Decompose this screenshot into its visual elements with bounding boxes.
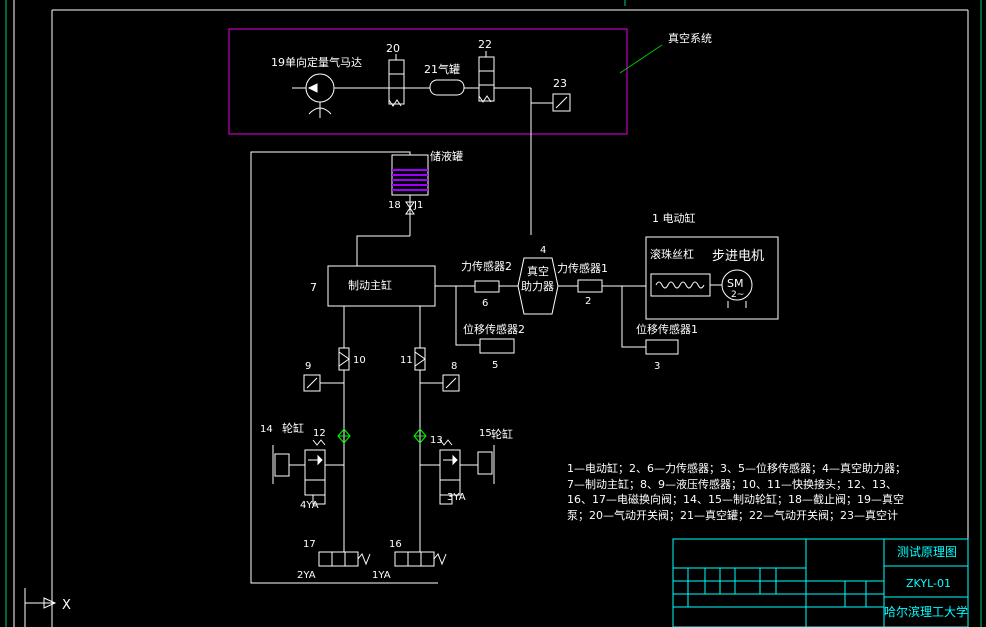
- label-12: 12: [313, 428, 326, 439]
- shutoff-valve-18: [405, 195, 415, 236]
- label-16: 16: [389, 539, 402, 550]
- label-8: 8: [451, 361, 457, 372]
- wheel-cylinder-left-label: 轮缸: [282, 421, 304, 435]
- label-9: 9: [305, 361, 311, 372]
- solenoid-valve-13: [420, 439, 478, 505]
- drawing-title: 测试原理图: [897, 544, 957, 559]
- label-10: 10: [353, 355, 366, 366]
- vacuum-system-label: 真空系统: [668, 31, 712, 45]
- air-motor-label: 19单向定量气马达: [271, 55, 362, 69]
- label-4: 4: [540, 245, 546, 256]
- label-2: 2: [585, 296, 591, 307]
- drawing-frame: [13, 0, 969, 627]
- booster-label: 真空: [527, 264, 549, 278]
- label-3ya: 3YA: [447, 492, 466, 503]
- booster-label-2: 助力器: [521, 279, 554, 293]
- master-cylinder-label: 制动主缸: [348, 278, 392, 292]
- title-block: [672, 538, 969, 627]
- force-sensor-6: [455, 280, 518, 354]
- label-17: 17: [303, 539, 316, 550]
- label-6: 6: [482, 298, 488, 309]
- reservoir-label: 储液罐: [430, 149, 463, 163]
- electric-actuator: [645, 236, 779, 320]
- label-4ya: 4YA: [300, 500, 319, 511]
- filter-right: [413, 428, 427, 444]
- vacuum-gauge-23: [530, 88, 571, 235]
- legend-text: 1—电动缸；2、6—力传感器；3、5—位移传感器；4—真空助力器；7—制动主缸；…: [567, 462, 906, 522]
- tank-21-label: 21气罐: [424, 62, 460, 76]
- fluid-reservoir: [391, 154, 429, 196]
- return-line: [250, 151, 438, 584]
- force-sensor-2: [558, 279, 679, 355]
- label-20: 20: [386, 42, 400, 55]
- axis-x-label: X: [62, 598, 71, 613]
- vacuum-booster: [517, 257, 559, 315]
- wheel-cylinder-14: [272, 445, 305, 484]
- actuator-title: 1 电动缸: [652, 211, 696, 225]
- label-1ya: 1YA: [372, 570, 391, 581]
- label-14: 14: [260, 424, 273, 435]
- viewport-border: [5, 0, 982, 627]
- pressure-sensor-8: [420, 374, 460, 392]
- wheel-cylinder-right-label: 轮缸: [491, 427, 513, 441]
- disp-sensor-1-label: 位移传感器1: [636, 322, 698, 336]
- label-18: 18: [388, 200, 401, 211]
- organization: 哈尔滨理工大学: [884, 604, 968, 619]
- solenoid-valve-12: [304, 439, 344, 505]
- brake-lines: [343, 306, 421, 552]
- label-11: 11: [400, 355, 413, 366]
- vacuum-system-box: [228, 28, 628, 135]
- pneumatic-valve-22: [478, 51, 531, 103]
- label-23: 23: [553, 77, 567, 90]
- disp-sensor-2-label: 位移传感器2: [463, 322, 525, 336]
- pneumatic-valve-20: [388, 54, 430, 107]
- label-5: 5: [492, 360, 498, 371]
- master-cylinder: [327, 235, 475, 307]
- solenoid-valve-16: [394, 551, 447, 567]
- sm-phase-label: 2~: [731, 290, 744, 300]
- drawing-code: ZKYL-01: [906, 577, 951, 590]
- quick-coupling-10: [338, 347, 350, 371]
- quick-coupling-11: [414, 347, 426, 371]
- filter-left: [337, 428, 351, 444]
- force-sensor-1-label: 力传感器1: [557, 262, 608, 275]
- air-motor-19: [292, 73, 389, 118]
- sm-label: SM: [727, 277, 743, 290]
- pressure-sensor-9: [303, 374, 344, 392]
- ball-screw-label: 滚珠丝杠: [650, 247, 694, 261]
- label-3: 3: [654, 361, 660, 372]
- ucs-axis-indicator: [24, 588, 57, 627]
- solenoid-valve-17: [318, 551, 371, 567]
- label-2ya: 2YA: [297, 570, 316, 581]
- force-sensor-2-label: 力传感器2: [461, 260, 512, 273]
- stepper-motor-label: 步进电机: [712, 249, 764, 264]
- wheel-cylinder-15: [477, 445, 495, 484]
- label-j1: J1: [413, 200, 423, 211]
- label-7: 7: [310, 281, 317, 294]
- vacuum-system-leader: [619, 44, 663, 74]
- label-13: 13: [430, 435, 443, 446]
- label-22: 22: [478, 38, 492, 51]
- label-15: 15: [479, 428, 492, 439]
- vacuum-tank-21: [429, 79, 465, 96]
